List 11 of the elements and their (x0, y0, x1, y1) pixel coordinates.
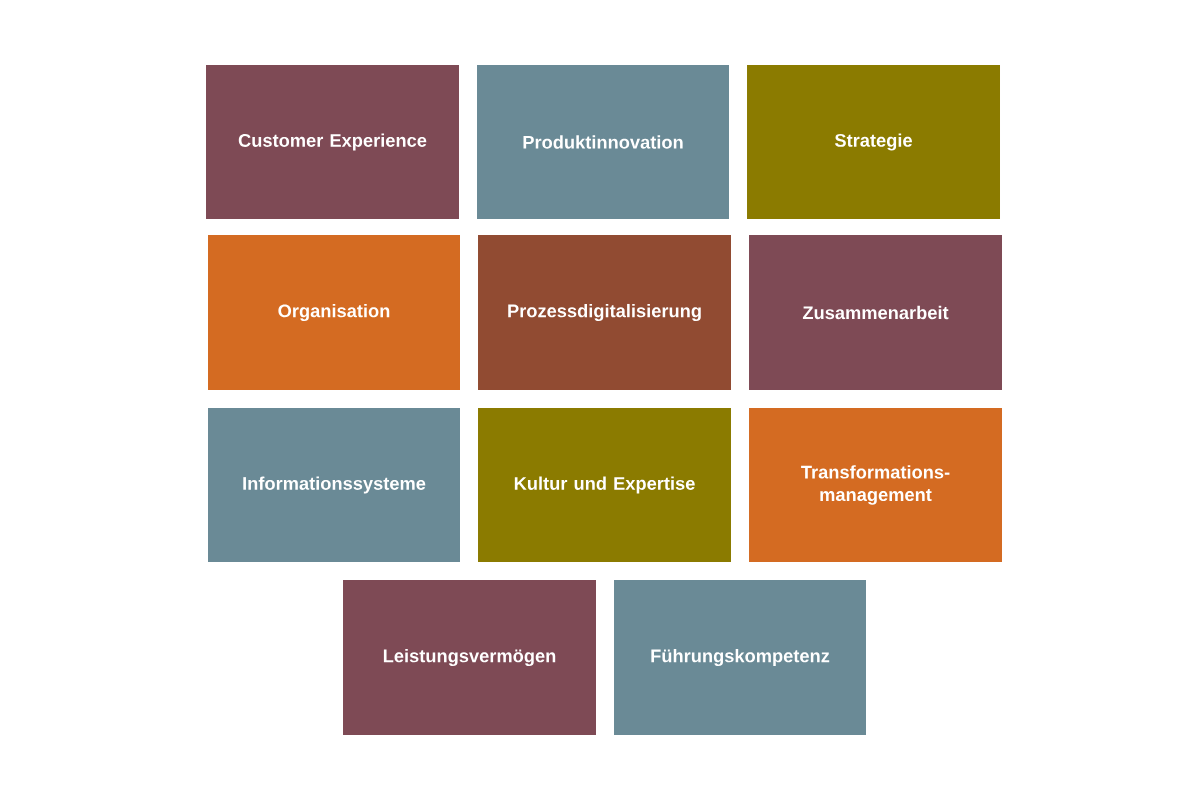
topic-box: Produktinnovation (477, 65, 729, 219)
topic-box: Zusammenarbeit (749, 235, 1002, 390)
topic-box: Customer Experience (206, 65, 459, 219)
topic-box: Führungskompetenz (614, 580, 866, 735)
topic-box: Informationssysteme (208, 408, 460, 562)
topic-box: Prozessdigitalisierung (478, 235, 731, 390)
topic-box: Kultur und Expertise (478, 408, 731, 562)
topic-box: Organisation (208, 235, 460, 390)
topic-box: Leistungsvermögen (343, 580, 596, 735)
topic-box: Transformations-management (749, 408, 1002, 562)
topic-box: Strategie (747, 65, 1000, 219)
